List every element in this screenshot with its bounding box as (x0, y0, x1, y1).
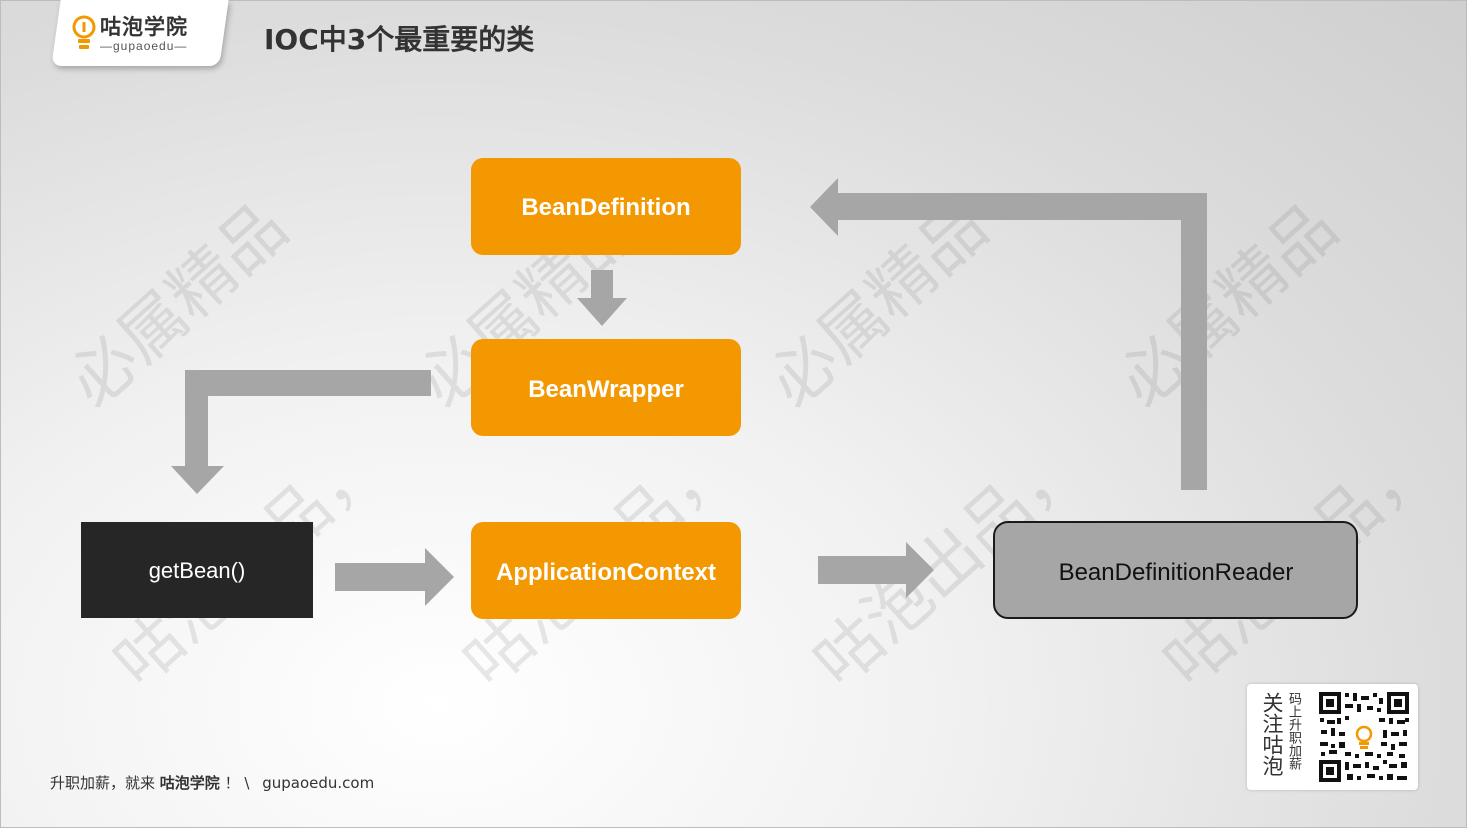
qr-code-icon (1317, 690, 1411, 784)
footer: 升职加薪，就来 咕泡学院 ！ \ gupaoedu.com (50, 772, 374, 793)
logo: 咕泡学院 —gupaoedu— (72, 14, 188, 54)
footer-slogan: 升职加薪，就来 (50, 774, 156, 792)
logo-name: 咕泡学院 (100, 15, 188, 39)
footer-tail: ！ \ (224, 774, 250, 792)
footer-brand: 咕泡学院 (159, 774, 220, 792)
node-bean-wrapper-label: BeanWrapper (528, 376, 684, 403)
logo-domain: —gupaoedu— (100, 39, 188, 53)
footer-url: gupaoedu.com (262, 774, 375, 792)
node-bean-wrapper (471, 339, 741, 436)
lightbulb-icon (72, 15, 96, 49)
arrow-context-to-reader (818, 542, 934, 598)
qr-follow-text: 关注咕泡 (1260, 692, 1284, 776)
node-get-bean (81, 522, 313, 618)
arrow-definition-to-wrapper (577, 270, 627, 326)
arrow-reader-to-definition (810, 178, 1207, 490)
node-get-bean-label: getBean() (149, 558, 246, 583)
qr-sub-text: 码上升职加薪 (1286, 692, 1301, 770)
node-bean-definition-reader (993, 521, 1358, 619)
node-application-context (471, 522, 741, 619)
arrow-wrapper-to-getbean (171, 370, 431, 494)
node-bean-definition (471, 158, 741, 255)
node-application-context-label: ApplicationContext (496, 559, 716, 586)
node-bean-definition-label: BeanDefinition (521, 194, 690, 221)
qr-box: 关注咕泡 码上升职加薪 (1247, 684, 1418, 790)
page-title: IOC中3个最重要的类 (264, 23, 535, 56)
node-bean-definition-reader-label: BeanDefinitionReader (1059, 559, 1294, 586)
arrow-getbean-to-context (335, 548, 454, 606)
